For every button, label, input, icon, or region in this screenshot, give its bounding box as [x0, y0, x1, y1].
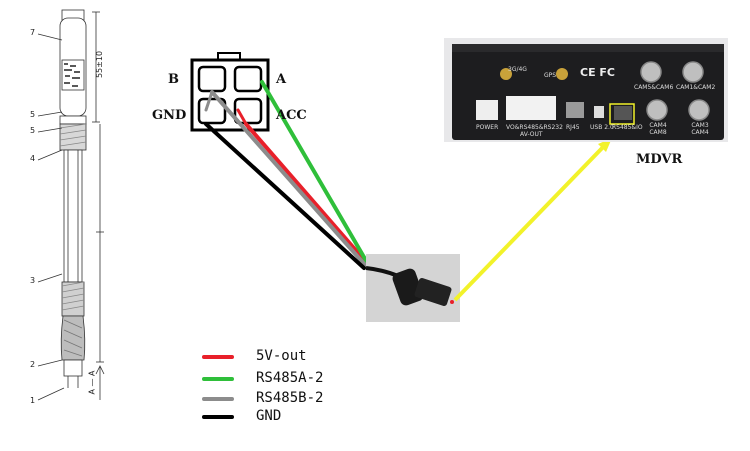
legend-label: GND — [256, 408, 282, 424]
mdvr-device-photo — [444, 38, 728, 142]
legend-swatch — [202, 377, 234, 381]
wire-bundle — [204, 80, 370, 270]
pin-label-b: B — [168, 72, 179, 87]
pin-label-acc: ACC — [276, 108, 307, 123]
connector-head — [190, 52, 270, 132]
panel-label-cam37: CAM3 CAM4 — [691, 122, 709, 136]
callout-2: 2 — [30, 360, 36, 369]
panel-label-3g4g: 3G/4G — [508, 66, 527, 73]
panel-label-vo: VO&RS485&RS232 — [506, 124, 563, 131]
panel-label-avout: AV-OUT — [520, 131, 543, 138]
panel-label-cam12: CAM1&CAM2 — [676, 84, 716, 91]
panel-label-gps: GPS — [544, 72, 557, 79]
panel-label-cam56: CAM5&CAM6 — [634, 84, 674, 91]
legend-swatch — [202, 355, 234, 359]
signal-link-line — [453, 140, 610, 302]
legend-item-5v-out: 5V-out — [202, 348, 402, 366]
callout-3: 3 — [30, 276, 36, 285]
pin-label-gnd: GND — [152, 108, 187, 123]
wire-rs485a — [260, 80, 370, 266]
legend-swatch — [202, 397, 234, 401]
panel-label-cert: CE FC — [580, 66, 616, 79]
callout-7: 7 — [30, 28, 36, 37]
cable-plug-photo — [365, 254, 460, 322]
legend-item-gnd: GND — [202, 408, 402, 426]
mdvr-label: MDVR — [636, 152, 683, 167]
callout-5b: 5 — [30, 126, 36, 135]
wire-gnd — [204, 122, 366, 270]
legend-swatch — [202, 415, 234, 419]
pin-label-a: A — [276, 72, 287, 87]
wire-5v-out — [244, 122, 368, 264]
cable-technical-drawing — [37, 9, 105, 401]
legend-item-rs485a: RS485A-2 — [202, 370, 402, 388]
section-mark: A — A — [87, 370, 97, 395]
wire-rs485b — [210, 90, 368, 268]
callout-4: 4 — [30, 154, 36, 163]
legend-label: RS485B-2 — [256, 390, 324, 406]
panel-label-rs485: RS485&IO — [612, 124, 643, 131]
callout-5a: 5 — [30, 110, 36, 119]
panel-label-power: POWER — [476, 124, 499, 131]
legend-label: RS485A-2 — [256, 370, 324, 386]
callout-1: 1 — [30, 396, 36, 405]
legend-label: 5V-out — [256, 348, 307, 364]
dimension-label: 55±10 — [95, 50, 105, 79]
panel-label-usb: USB 2.0 — [590, 124, 614, 131]
legend-item-rs485b: RS485B-2 — [202, 390, 402, 408]
panel-label-cam48: CAM4 CAM8 — [649, 122, 667, 136]
panel-label-rj45: RJ45 — [566, 124, 580, 131]
